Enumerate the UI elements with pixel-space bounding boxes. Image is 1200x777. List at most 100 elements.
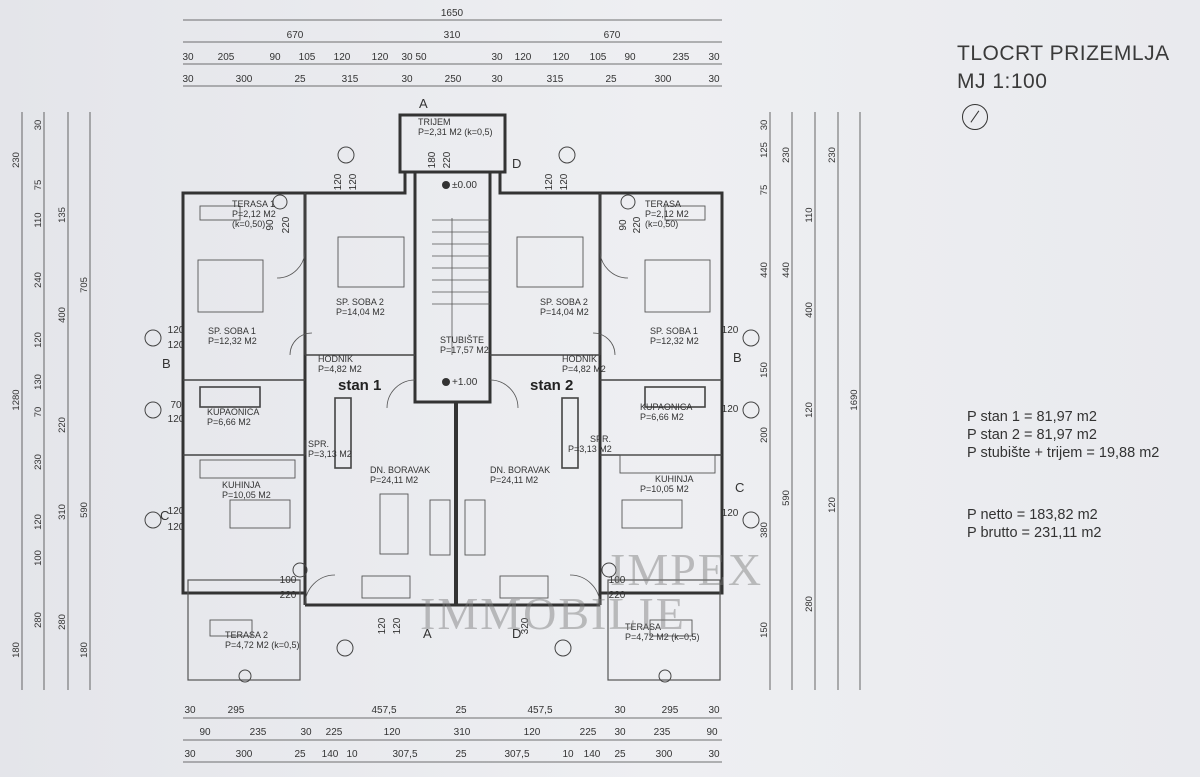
svg-text:250: 250	[445, 74, 462, 85]
svg-text:P=4,72 M2 (k=0,5): P=4,72 M2 (k=0,5)	[625, 632, 700, 642]
svg-text:30: 30	[401, 74, 413, 85]
furniture	[197, 205, 716, 637]
svg-text:10: 10	[346, 749, 358, 760]
svg-text:105: 105	[299, 52, 316, 63]
svg-text:400: 400	[57, 307, 68, 323]
svg-text:590: 590	[79, 502, 90, 518]
svg-text:320: 320	[520, 617, 531, 634]
plan-title: TLOCRT PRIZEMLJA MJ 1:100	[957, 40, 1170, 96]
svg-text:120: 120	[377, 617, 388, 634]
left-dimension-texts: 1280 230 180 30 75 110 240 120 130 70 23…	[11, 120, 90, 658]
svg-text:SPR.: SPR.	[590, 434, 611, 444]
svg-text:SP. SOBA 2: SP. SOBA 2	[336, 297, 384, 307]
svg-text:SPR.: SPR.	[308, 439, 329, 449]
unit-2-label: stan 2	[530, 377, 573, 394]
svg-text:310: 310	[57, 504, 68, 520]
svg-text:P=17,57 M2: P=17,57 M2	[440, 345, 489, 355]
svg-text:TRIJEM: TRIJEM	[418, 117, 451, 127]
svg-text:310: 310	[444, 30, 461, 41]
svg-text:30: 30	[614, 727, 626, 738]
svg-text:D: D	[512, 626, 521, 641]
svg-text:200: 200	[759, 427, 770, 443]
svg-text:25: 25	[614, 749, 626, 760]
svg-text:440: 440	[759, 262, 770, 278]
svg-text:25: 25	[455, 705, 467, 716]
svg-text:120: 120	[168, 522, 185, 533]
right-dimension-lines	[769, 112, 861, 690]
svg-text:220: 220	[281, 216, 292, 233]
svg-text:1280: 1280	[11, 389, 22, 410]
bottom-dimension-lines	[183, 717, 722, 763]
svg-text:P=2,12 M2: P=2,12 M2	[232, 209, 276, 219]
svg-text:30: 30	[401, 52, 413, 63]
svg-text:310: 310	[454, 727, 471, 738]
svg-text:230: 230	[781, 147, 792, 163]
svg-text:120: 120	[524, 727, 541, 738]
svg-text:A: A	[419, 96, 428, 111]
svg-text:30: 30	[184, 749, 196, 760]
svg-text:HODNIK: HODNIK	[562, 354, 597, 364]
svg-text:100: 100	[609, 575, 626, 586]
svg-text:DN. BORAVAK: DN. BORAVAK	[490, 465, 550, 475]
svg-text:120: 120	[168, 414, 185, 425]
area-brutto: P brutto = 231,11 m2	[967, 525, 1102, 541]
svg-text:25: 25	[455, 749, 467, 760]
svg-text:P=3,13 M2: P=3,13 M2	[308, 449, 352, 459]
svg-text:SP. SOBA 1: SP. SOBA 1	[650, 326, 698, 336]
svg-text:315: 315	[342, 74, 359, 85]
svg-text:230: 230	[827, 147, 838, 163]
svg-text:180: 180	[427, 151, 438, 168]
svg-text:125: 125	[759, 142, 770, 158]
svg-text:30: 30	[33, 120, 44, 131]
area-stan2: P stan 2 = 81,97 m2	[967, 427, 1097, 443]
svg-text:1690: 1690	[849, 389, 860, 410]
area-summary: P stan 1 = 81,97 m2 P stan 2 = 81,97 m2 …	[967, 408, 1159, 542]
svg-text:220: 220	[632, 216, 643, 233]
svg-text:90: 90	[706, 727, 718, 738]
door-swings	[276, 249, 629, 606]
area-stubiste: P stubište + trijem = 19,88 m2	[967, 445, 1160, 461]
svg-text:100: 100	[280, 575, 297, 586]
svg-text:TERASA: TERASA	[645, 199, 681, 209]
svg-text:30: 30	[708, 705, 720, 716]
svg-text:120: 120	[168, 340, 185, 351]
dim-top-total: 1650	[441, 8, 464, 19]
svg-text:235: 235	[673, 52, 690, 63]
level-0: ±0.00	[452, 180, 477, 191]
svg-text:D: D	[512, 156, 521, 171]
svg-text:120: 120	[559, 173, 570, 190]
svg-text:25: 25	[294, 74, 306, 85]
svg-text:230: 230	[33, 454, 44, 470]
svg-text:10: 10	[562, 749, 574, 760]
svg-text:KUPAONICA: KUPAONICA	[207, 407, 259, 417]
svg-text:25: 25	[605, 74, 617, 85]
svg-text:P=4,82 M2: P=4,82 M2	[562, 364, 606, 374]
svg-text:KUHINJA: KUHINJA	[655, 474, 694, 484]
svg-text:C: C	[160, 508, 169, 523]
svg-text:P=24,11 M2: P=24,11 M2	[490, 475, 538, 485]
svg-text:P=10,05 M2: P=10,05 M2	[640, 484, 689, 494]
svg-text:120: 120	[372, 52, 389, 63]
terrace-outlines	[187, 579, 721, 681]
bottom-dimension-texts: 30 295 457,5 25 457,5 30 295 30 90 235 3…	[184, 705, 720, 760]
watermark: IMPEX IMMOBILIE	[420, 547, 763, 637]
svg-text:105: 105	[590, 52, 607, 63]
svg-text:120: 120	[334, 52, 351, 63]
svg-text:100: 100	[33, 550, 44, 566]
svg-text:110: 110	[33, 212, 44, 227]
svg-text:225: 225	[326, 727, 343, 738]
svg-text:120: 120	[168, 325, 185, 336]
svg-text:670: 670	[287, 30, 304, 41]
svg-text:P=4,82 M2: P=4,82 M2	[318, 364, 362, 374]
svg-text:50: 50	[415, 52, 427, 63]
svg-text:280: 280	[33, 612, 44, 628]
svg-text:P=10,05 M2: P=10,05 M2	[222, 490, 271, 500]
svg-text:C: C	[735, 480, 744, 495]
svg-text:120: 120	[384, 727, 401, 738]
svg-text:STUBIŠTE: STUBIŠTE	[440, 335, 484, 345]
svg-text:220: 220	[442, 151, 453, 168]
svg-text:120: 120	[515, 52, 532, 63]
svg-text:230: 230	[11, 152, 22, 168]
svg-text:120: 120	[33, 332, 44, 348]
